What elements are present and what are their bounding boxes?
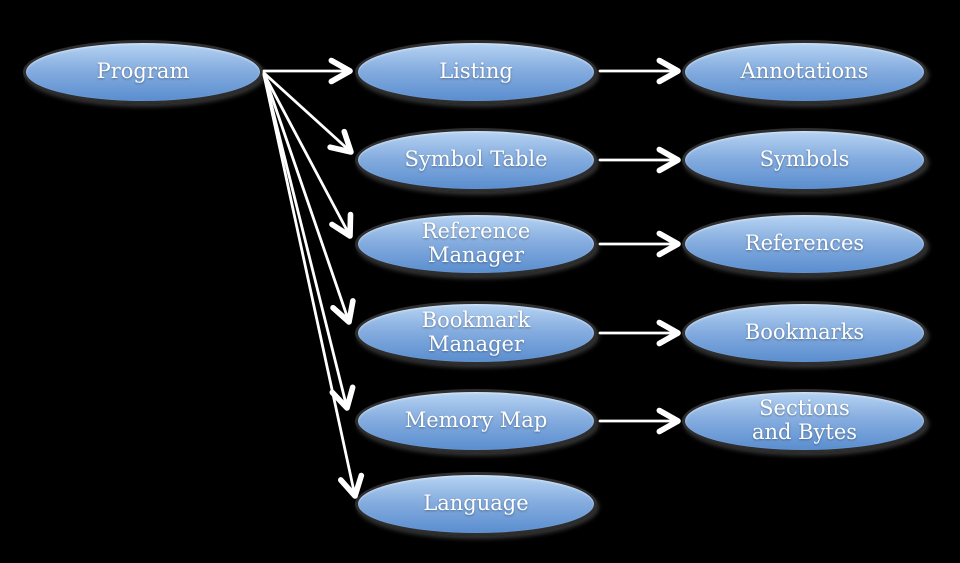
node-bookmarks: Bookmarks <box>682 301 927 365</box>
arrow-program-to-language <box>262 73 365 499</box>
node-language: Language <box>355 472 597 536</box>
node-program: Program <box>23 40 263 104</box>
node-symbol-table-label: Symbol Table <box>404 147 548 172</box>
node-references-label: References <box>744 231 865 256</box>
node-references: References <box>682 212 927 276</box>
node-annotations-label: Annotations <box>740 59 869 84</box>
node-symbols-label: Symbols <box>759 147 850 172</box>
node-annotations: Annotations <box>682 40 927 104</box>
node-symbols: Symbols <box>682 128 927 192</box>
node-bookmark-manager: Bookmark Manager <box>355 301 597 365</box>
arrow-program-to-memory-map <box>262 73 356 411</box>
arrow-program-to-symbol-table <box>262 71 354 155</box>
node-memory-map: Memory Map <box>355 389 597 453</box>
node-reference-manager: Reference Manager <box>355 212 597 276</box>
node-reference-manager-label: Reference Manager <box>421 219 531 267</box>
node-language-label: Language <box>423 491 529 516</box>
node-symbol-table: Symbol Table <box>355 128 597 192</box>
arrow-program-to-reference-manager <box>262 72 354 239</box>
node-memory-map-label: Memory Map <box>404 408 548 433</box>
node-sections-and-bytes-label: Sections and Bytes <box>751 396 858 444</box>
node-program-label: Program <box>96 59 190 84</box>
node-listing-label: Listing <box>439 59 513 84</box>
node-sections-and-bytes: Sections and Bytes <box>682 389 927 453</box>
node-bookmarks-label: Bookmarks <box>744 320 865 345</box>
node-listing: Listing <box>355 40 597 104</box>
arrow-program-to-bookmark-manager <box>262 72 356 325</box>
node-bookmark-manager-label: Bookmark Manager <box>421 308 531 356</box>
